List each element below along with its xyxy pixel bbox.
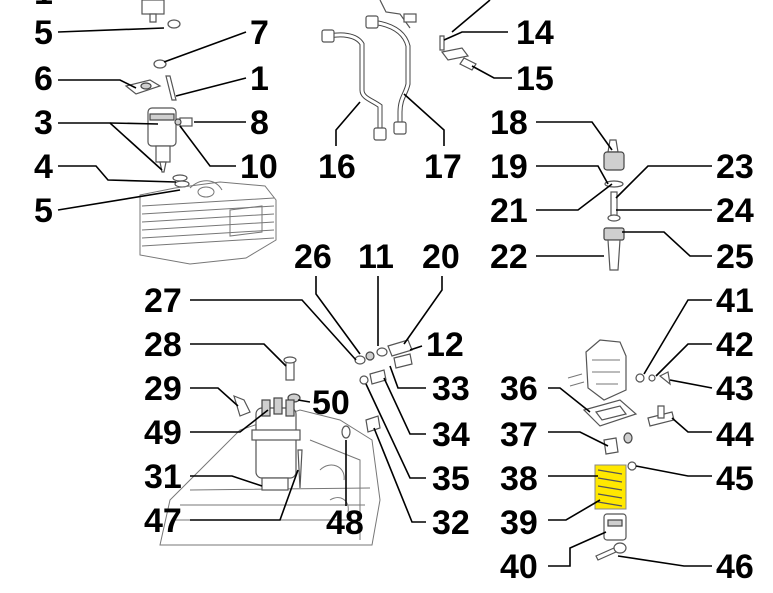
part-number-37: 37: [500, 416, 538, 454]
part-number-45: 45: [716, 460, 754, 498]
part-number-33: 33: [432, 370, 470, 408]
part-number-25: 25: [716, 238, 754, 276]
part-number-39: 39: [500, 504, 538, 542]
part-number-4: 4: [34, 148, 53, 186]
part-number-46: 46: [716, 548, 754, 586]
part-number-8: 8: [250, 104, 269, 142]
part-number-24: 24: [716, 192, 754, 230]
part-number-34: 34: [432, 416, 470, 454]
part-number-5: 5: [34, 192, 53, 230]
part-number-26: 26: [294, 238, 332, 276]
part-number-18: 18: [490, 104, 528, 142]
part-number-31: 31: [144, 458, 182, 496]
part-number-27: 27: [144, 282, 182, 320]
part-number-1: 1: [34, 0, 53, 12]
part-number-41: 41: [716, 282, 754, 320]
pump-element-illustration: [567, 339, 675, 561]
part-number-36: 36: [500, 370, 538, 408]
part-number-7: 7: [250, 14, 269, 52]
part-number-40: 40: [500, 548, 538, 586]
part-number-21: 21: [490, 192, 528, 230]
part-number-20: 20: [422, 238, 460, 276]
part-number-3: 3: [34, 104, 53, 142]
part-number-47: 47: [144, 502, 182, 540]
part-number-28: 28: [144, 326, 182, 364]
part-number-29: 29: [144, 370, 182, 408]
fuel-pipes-illustration: [321, 0, 477, 141]
part-number-42: 42: [716, 326, 754, 364]
injector-group-illustration: [124, 0, 277, 265]
part-number-19: 19: [490, 148, 528, 186]
part-number-48: 48: [326, 504, 364, 542]
part-number-10: 10: [240, 148, 278, 186]
part-number-17: 17: [424, 148, 462, 186]
part-number-49: 49: [144, 414, 182, 452]
leader-lines: [57, 0, 713, 567]
part-number-38: 38: [500, 460, 538, 498]
part-number-32: 32: [432, 504, 470, 542]
part-number-11: 11: [358, 238, 394, 276]
part-number-23: 23: [716, 148, 754, 186]
part-number-labels: 1 5 6 3 4 5 7 1 8 10 16 17 14 15 18 19 2…: [34, 0, 754, 586]
part-number-5: 5: [34, 14, 53, 52]
injector-assembly-illustration: [603, 139, 625, 271]
part-number-12: 12: [426, 326, 464, 364]
part-number-1: 1: [250, 60, 269, 98]
part-number-6: 6: [34, 60, 53, 98]
part-number-35: 35: [432, 460, 470, 498]
part-number-16: 16: [318, 148, 356, 186]
part-number-50: 50: [312, 384, 350, 422]
part-number-44: 44: [716, 416, 754, 454]
part-number-15: 15: [516, 60, 554, 98]
part-number-14: 14: [516, 14, 554, 52]
part-number-22: 22: [490, 238, 528, 276]
fittings-illustration: [341, 339, 413, 439]
part-number-43: 43: [716, 370, 754, 408]
